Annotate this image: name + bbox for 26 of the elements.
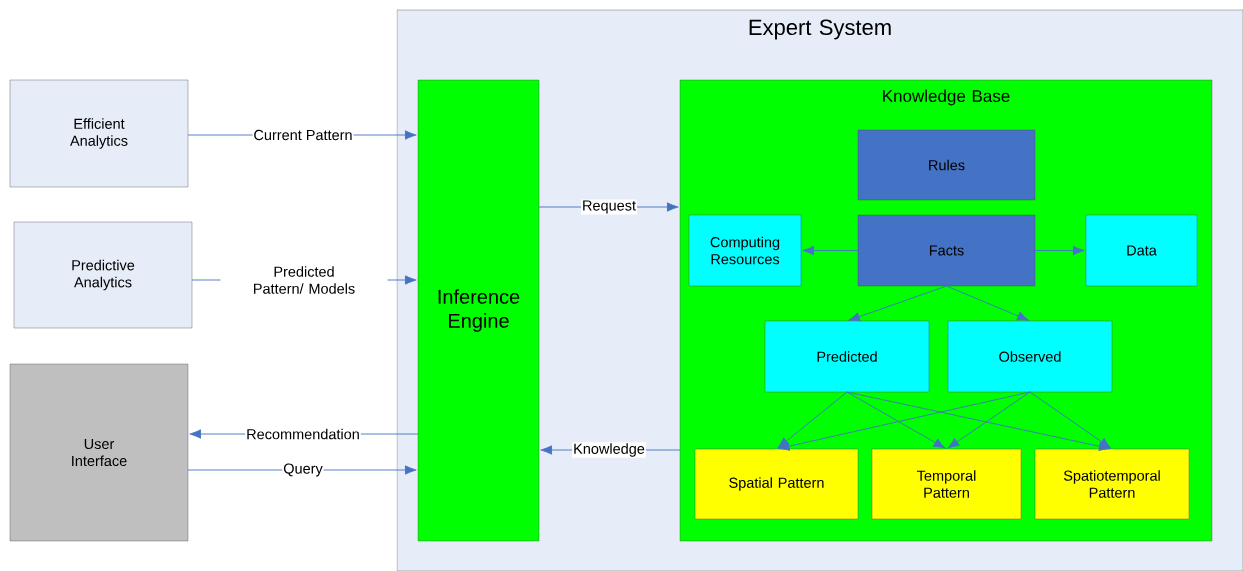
resource-box: Computing Resources [688, 214, 802, 287]
arrow [1029, 391, 1111, 449]
edge-label: Knowledge [572, 442, 646, 458]
arrow [946, 285, 1029, 321]
arrow [947, 391, 1031, 449]
analytics-box: Efficient Analytics [9, 79, 189, 188]
pattern-box: Spatiotemporal Pattern [1034, 448, 1190, 520]
data-box: Data [1085, 214, 1198, 287]
arrow [777, 391, 1031, 451]
arrow [777, 391, 848, 449]
pattern-type-box: Predicted [764, 320, 930, 393]
arrow [1034, 245, 1085, 256]
engine-box: Inference Engine [417, 79, 540, 542]
arrow [846, 391, 946, 449]
interface-box: User Interface [9, 363, 189, 542]
edge-label: Predicted Pattern/ Models [220, 265, 388, 295]
facts-box: Facts [857, 214, 1036, 287]
analytics-box: Predictive Analytics [13, 221, 193, 329]
pattern-type-box: Observed [947, 320, 1113, 393]
arrow [846, 391, 1111, 451]
edge-label: Query [282, 462, 324, 478]
arrow [848, 285, 947, 322]
rules-box: Rules [857, 129, 1036, 201]
pattern-box: Temporal Pattern [871, 448, 1022, 520]
arrow [802, 245, 859, 256]
pattern-box: Spatial Pattern [694, 448, 859, 520]
